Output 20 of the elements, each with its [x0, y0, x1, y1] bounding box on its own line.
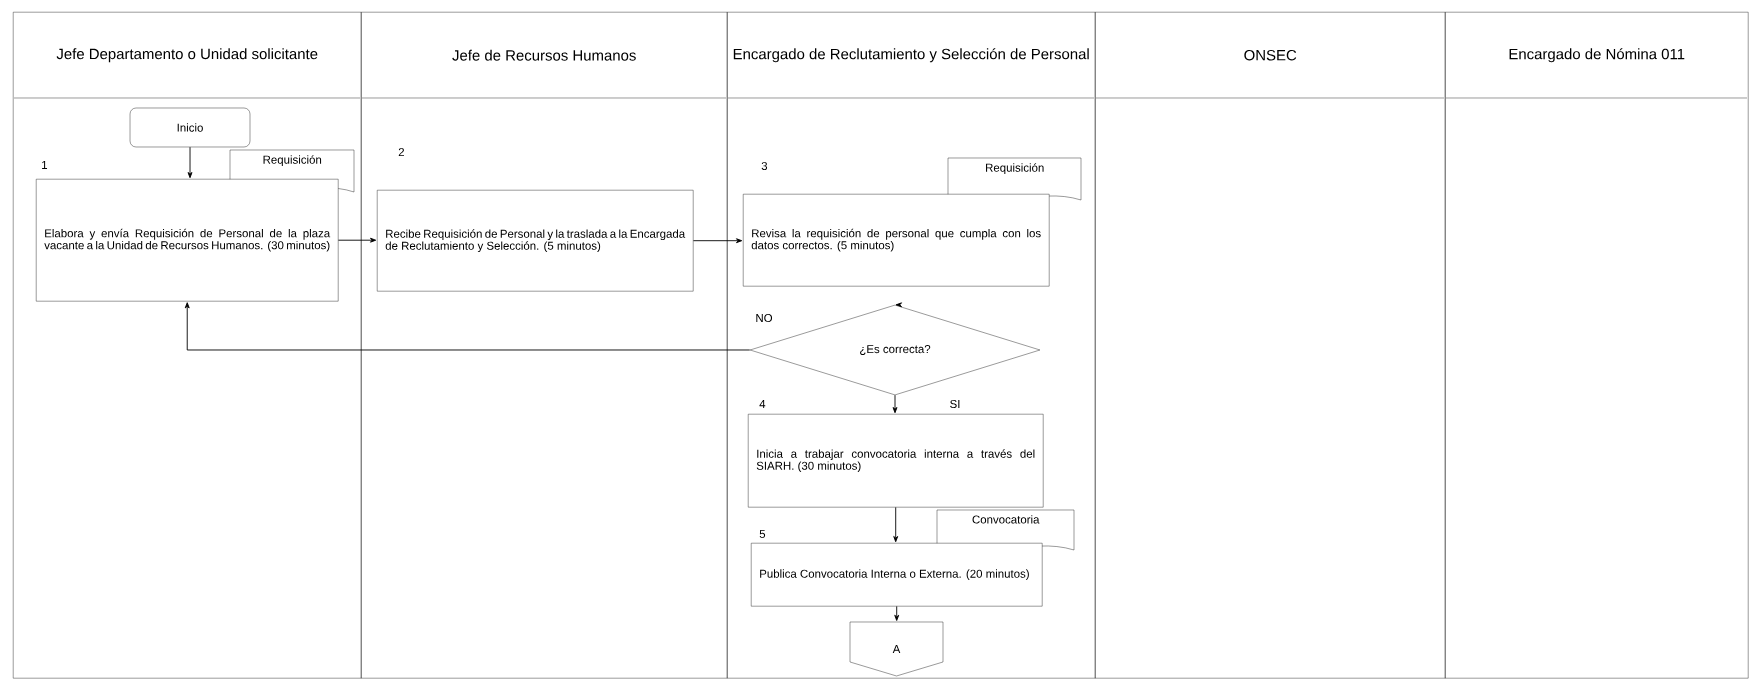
arrow — [337, 237, 377, 243]
edge-label: NO — [754, 312, 774, 324]
step-number: 2 — [398, 148, 404, 156]
process-box: Recibe Requisición de Personal y la traslada a la Encargada de Reclutamiento y Selección. (5 minutos) — [377, 190, 694, 292]
start-terminal: Inicio — [129, 107, 251, 148]
arrow — [184, 302, 751, 351]
swimlane: ONSEC — [1095, 12, 1446, 679]
step-number: 4 — [759, 400, 766, 408]
arrow — [187, 146, 193, 179]
arrow — [893, 506, 899, 543]
off-page-connector: A — [849, 621, 944, 677]
step-number: 3 — [761, 161, 768, 171]
swimlane: Encargado de Nómina 011 — [1445, 12, 1749, 679]
arrow — [692, 238, 743, 244]
step-number: 1 — [42, 161, 48, 169]
arrow — [895, 302, 902, 308]
step-number: 5 — [759, 530, 766, 538]
arrow — [894, 605, 900, 621]
edge-label: SI — [948, 398, 962, 410]
arrow — [892, 394, 898, 414]
